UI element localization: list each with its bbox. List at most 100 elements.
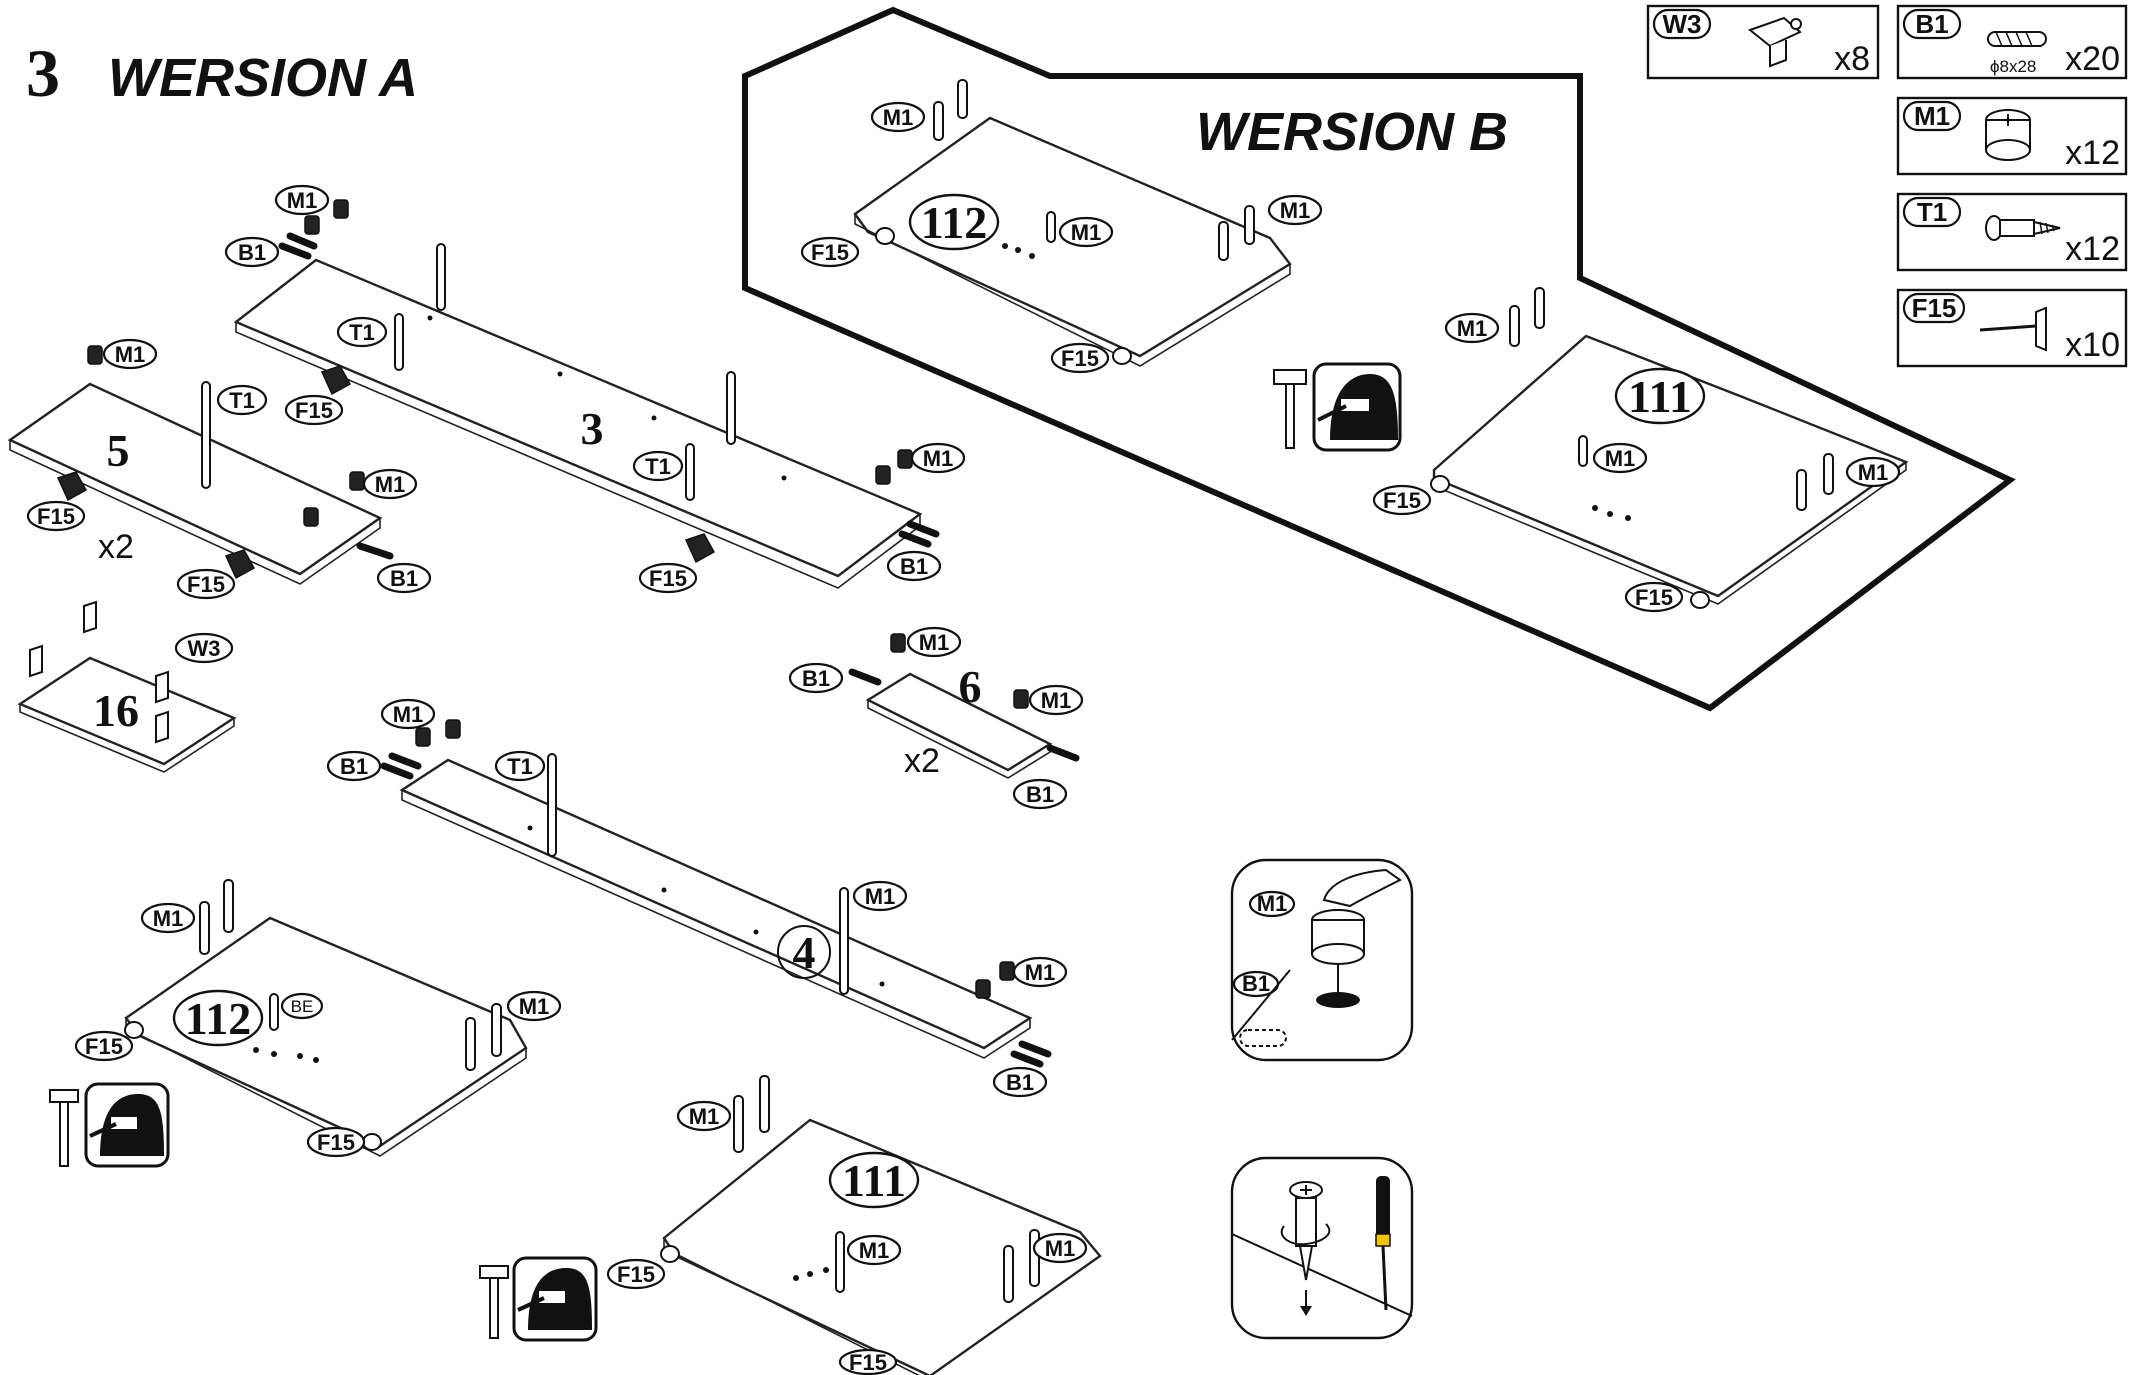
svg-text:x10: x10 <box>2065 326 2120 364</box>
label-b1: B1 <box>992 1066 1048 1098</box>
label-m1: M1 <box>380 698 436 730</box>
version-b-title: WERSION B <box>1196 102 1508 162</box>
label-t1: T1 <box>216 384 268 416</box>
panel-number: 16 <box>93 685 139 736</box>
svg-text:M1: M1 <box>865 884 896 909</box>
svg-text:W3: W3 <box>1663 9 1702 39</box>
version-a-title: WERSION A <box>108 48 418 108</box>
svg-text:B1: B1 <box>1006 1070 1034 1095</box>
svg-text:M1: M1 <box>393 702 424 727</box>
label-m1: M1 <box>1444 312 1500 344</box>
label-m1: M1 <box>274 184 330 216</box>
svg-text:M1: M1 <box>1257 891 1288 916</box>
safety-glasses-icon <box>512 1256 598 1342</box>
label-b1: B1 <box>224 236 280 268</box>
svg-text:B1: B1 <box>238 240 266 265</box>
hammer-icon <box>1273 369 1307 449</box>
panel-4: 4 M1 T1 B1 M1 M1 B1 <box>326 698 1068 1098</box>
panel-111-version-a: 111 M1 M1 M1 F15 F15 <box>479 1075 1102 1375</box>
panel-111-version-b: 111 M1 M1 M1 F15 F15 <box>1372 287 1909 613</box>
legend-item-m1: M1 x12 <box>1896 96 2128 176</box>
label-f15: F15 <box>306 1126 366 1158</box>
label-f15: F15 <box>1624 581 1684 613</box>
label-m1: M1 <box>910 442 966 474</box>
svg-text:F15: F15 <box>1635 585 1673 610</box>
label-m1: M1 <box>1845 456 1901 488</box>
svg-text:B1: B1 <box>1915 9 1948 39</box>
panel-number: 5 <box>107 425 130 476</box>
label-w3: W3 <box>174 632 234 664</box>
label-f15: F15 <box>1372 484 1432 516</box>
svg-text:M1: M1 <box>115 342 146 367</box>
hammer-icon <box>479 1265 509 1339</box>
svg-text:M1: M1 <box>375 472 406 497</box>
svg-text:M1: M1 <box>919 630 950 655</box>
svg-text:M1: M1 <box>1280 198 1311 223</box>
svg-text:x12: x12 <box>2065 230 2120 268</box>
svg-text:M1: M1 <box>1025 960 1056 985</box>
svg-text:F15: F15 <box>37 504 75 529</box>
label-f15: F15 <box>606 1258 666 1290</box>
cam-lock-icon <box>1985 109 2031 161</box>
label-f15: F15 <box>26 500 86 532</box>
svg-text:M1: M1 <box>689 1104 720 1129</box>
svg-text:M1: M1 <box>923 446 954 471</box>
panel-number: 3 <box>581 403 604 454</box>
label-f15: F15 <box>74 1030 134 1062</box>
label-m1: M1 <box>676 1100 732 1132</box>
svg-text:BE: BE <box>291 997 314 1016</box>
svg-text:F15: F15 <box>85 1034 123 1059</box>
svg-text:T1: T1 <box>645 454 671 479</box>
svg-text:M1: M1 <box>883 105 914 130</box>
label-f15: F15 <box>800 236 860 268</box>
label-b1: B1 <box>1012 778 1068 810</box>
panel-number: 111 <box>1628 371 1692 422</box>
svg-text:M1: M1 <box>1045 1236 1076 1261</box>
label-b1: B1 <box>788 662 844 694</box>
svg-text:M1: M1 <box>1457 316 1488 341</box>
svg-text:F15: F15 <box>1383 488 1421 513</box>
svg-text:x12: x12 <box>2065 134 2120 172</box>
wooden-dowel-icon <box>1987 31 2047 47</box>
svg-text:F15: F15 <box>849 1350 887 1375</box>
label-t1: T1 <box>632 450 684 482</box>
svg-text:T1: T1 <box>349 320 375 345</box>
panel-3: 3 M1 B1 T1 F15 T1 F15 M1 B1 <box>224 184 966 594</box>
panel-112-version-b: 112 M1 M1 M1 F15 F15 <box>800 79 1323 374</box>
svg-text:B1: B1 <box>390 566 418 591</box>
hardware-legend: W3 x8 B1 ϕ8x28 x20 M1 <box>1646 4 2128 368</box>
label-m1: M1 <box>140 902 196 934</box>
panel-6: 6 x2 B1 M1 M1 B1 <box>788 626 1084 810</box>
label-b1: B1 <box>376 562 432 594</box>
screw-detail-view <box>1230 1156 1414 1340</box>
svg-text:B1: B1 <box>900 554 928 579</box>
label-f15: F15 <box>638 562 698 594</box>
version-b-outline <box>742 6 2016 712</box>
svg-text:M1: M1 <box>519 994 550 1019</box>
svg-text:M1: M1 <box>1041 688 1072 713</box>
label-b1: B1 <box>1232 970 1280 998</box>
svg-text:B1: B1 <box>802 666 830 691</box>
svg-text:M1: M1 <box>1605 446 1636 471</box>
label-f15: F15 <box>838 1348 898 1375</box>
finger-icon <box>1322 868 1402 908</box>
furniture-nail-glide-icon <box>1979 306 2047 352</box>
svg-text:M1: M1 <box>153 906 184 931</box>
svg-text:F15: F15 <box>187 572 225 597</box>
label-t1: T1 <box>494 750 546 782</box>
svg-text:ϕ8x28: ϕ8x28 <box>1990 57 2036 76</box>
label-m1: M1 <box>846 1234 902 1266</box>
label-m1: M1 <box>1058 216 1114 248</box>
svg-text:T1: T1 <box>507 754 533 779</box>
svg-text:B1: B1 <box>1026 782 1054 807</box>
label-f15: F15 <box>284 394 344 426</box>
panel-number: 4 <box>793 927 816 978</box>
svg-text:F15: F15 <box>1061 346 1099 371</box>
panel-number: 6 <box>959 661 982 712</box>
label-b1: B1 <box>886 550 942 582</box>
step-number: 3 <box>26 35 60 111</box>
svg-text:F15: F15 <box>617 1262 655 1287</box>
svg-text:x8: x8 <box>1834 40 1870 78</box>
cam-lock-m1 <box>933 79 1255 261</box>
